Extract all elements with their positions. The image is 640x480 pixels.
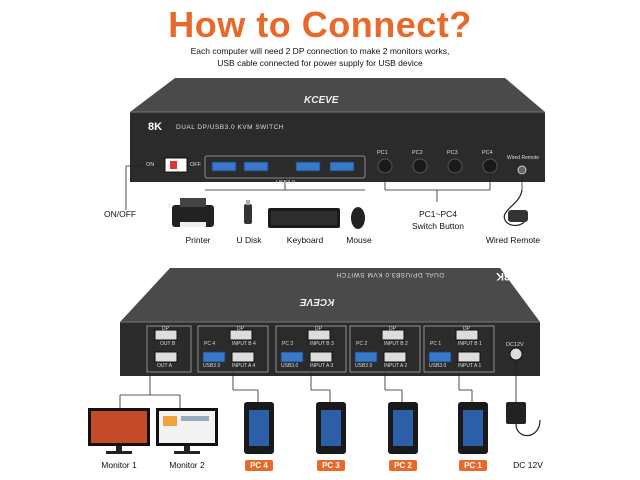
- usb-pc1-port: [428, 351, 452, 363]
- rear-panel-diagram: [88, 268, 541, 454]
- keyboard-icon: [268, 208, 340, 228]
- pc2-port-label: PC 2: [356, 341, 368, 347]
- out-a-label: OUT A: [157, 363, 172, 369]
- front-button-label-4: PC4: [482, 150, 493, 156]
- usb-port-1: [211, 161, 237, 172]
- pc-tower-icon: [316, 402, 346, 454]
- pc4-input-a-label: INPUT A 4: [232, 363, 256, 369]
- monitor1-label: Monitor 1: [101, 460, 137, 470]
- power-rocker: [170, 161, 177, 169]
- power-adapter-icon: [506, 402, 541, 437]
- front-usb-label: USB3.0: [276, 180, 295, 186]
- pc4-dp-top-label: DP: [237, 326, 244, 332]
- usb-pc4-port: [202, 351, 226, 363]
- pc2-input-a-label: INPUT A 2: [384, 363, 408, 369]
- subtitle-line-2: USB cable connected for power supply for…: [217, 58, 423, 68]
- pc1-dp-top-label: DP: [463, 326, 470, 332]
- udisk-label: U Disk: [236, 235, 262, 245]
- rear-model-badge: 8K: [496, 270, 511, 282]
- pc1-usb-label: USB3.0: [429, 363, 447, 369]
- dc-jack: [509, 347, 523, 361]
- pc4-badge: PC 4: [245, 460, 273, 471]
- switch-label-line-1: PC1~PC4: [418, 209, 458, 219]
- pc2-dp-top-label: DP: [389, 326, 396, 332]
- rear-device-top: [120, 268, 540, 322]
- front-model-badge: 8K: [148, 121, 163, 133]
- rear-brand-logo: KCEVE: [300, 296, 335, 307]
- pc4-input-b-label: INPUT B 4: [232, 341, 256, 347]
- pc4-port-label: PC 4: [204, 341, 216, 347]
- usb-pc2-port: [354, 351, 378, 363]
- input-b1-port: [455, 329, 479, 341]
- remote-port-label: Wired Remote: [507, 155, 539, 161]
- input-b4-port: [229, 329, 253, 341]
- rear-dc-label: DC12V: [506, 342, 524, 348]
- remote-port: [517, 165, 527, 175]
- pc-tower-icon: [458, 402, 488, 454]
- out-a-port: [154, 351, 178, 363]
- rear-device-face: [120, 322, 540, 376]
- pc2-input-b-label: INPUT B 2: [384, 341, 408, 347]
- pc3-button: [447, 158, 463, 174]
- switch-label-line-2: Switch Button: [412, 221, 464, 231]
- pc2-button: [412, 158, 428, 174]
- pc4-usb-label: USB3.0: [203, 363, 221, 369]
- printer-icon: [172, 198, 214, 227]
- rear-model-text: DUAL DP/USB3.0 KVM SWITCH: [336, 271, 444, 278]
- usb-port-2: [243, 161, 269, 172]
- input-b3-port: [307, 329, 331, 341]
- pc-tower-icon: [388, 402, 418, 454]
- input-b2-port: [381, 329, 405, 341]
- pc1-button: [377, 158, 393, 174]
- out-dp-top-label: DP: [162, 326, 169, 332]
- out-b-port: [154, 329, 178, 341]
- pc1-input-a-label: INPUT A 1: [458, 363, 482, 369]
- front-model-text: DUAL DP/USB3.0 KVM SWITCH: [176, 124, 284, 131]
- pc1-badge: PC 1: [459, 460, 487, 471]
- front-panel-diagram: [125, 78, 545, 229]
- pc3-badge: PC 3: [317, 460, 345, 471]
- onoff-label: ON/OFF: [104, 209, 137, 219]
- pc3-dp-top-label: DP: [315, 326, 322, 332]
- pc2-usb-label: USB3.0: [355, 363, 373, 369]
- front-button-label-3: PC3: [447, 150, 458, 156]
- usb-disk-icon: [244, 200, 252, 224]
- usb-port-4: [329, 161, 355, 172]
- usb-pc3-port: [280, 351, 304, 363]
- front-device-top: [130, 78, 545, 112]
- pc1-input-b-label: INPUT B 1: [458, 341, 482, 347]
- usb-port-3: [295, 161, 321, 172]
- input-a2-port: [383, 351, 407, 363]
- monitor-icon: [156, 408, 218, 454]
- power-off-label: OFF: [190, 162, 201, 168]
- wired-remote-icon: [503, 189, 528, 227]
- pc4-button: [482, 158, 498, 174]
- pc3-usb-label: USB3.0: [281, 363, 299, 369]
- mouse-label: Mouse: [346, 235, 372, 245]
- page-title: How to Connect?: [168, 4, 472, 45]
- subtitle-line-1: Each computer will need 2 DP connection …: [190, 46, 450, 56]
- monitor-icon: [88, 408, 150, 454]
- pc1-port-label: PC 1: [430, 341, 442, 347]
- pc3-input-b-label: INPUT B 3: [310, 341, 334, 347]
- pc3-port-label: PC 3: [282, 341, 294, 347]
- input-a4-port: [231, 351, 255, 363]
- monitor2-label: Monitor 2: [169, 460, 205, 470]
- mouse-icon: [351, 207, 365, 229]
- input-a1-port: [457, 351, 481, 363]
- front-device-face: [130, 112, 545, 182]
- pc3-input-a-label: INPUT A 3: [310, 363, 334, 369]
- dc-12v-label: DC 12V: [513, 460, 543, 470]
- pc2-badge: PC 2: [389, 460, 417, 471]
- wired-remote-label: Wired Remote: [485, 235, 541, 245]
- front-brand-logo: KCEVE: [304, 95, 339, 106]
- pc-tower-icon: [244, 402, 274, 454]
- front-button-label-2: PC2: [412, 150, 423, 156]
- input-a3-port: [309, 351, 333, 363]
- printer-label: Printer: [185, 235, 211, 245]
- front-button-label-1: PC1: [377, 150, 388, 156]
- keyboard-label: Keyboard: [286, 235, 324, 245]
- power-on-label: ON: [146, 162, 155, 168]
- out-b-label: OUT B: [160, 341, 176, 347]
